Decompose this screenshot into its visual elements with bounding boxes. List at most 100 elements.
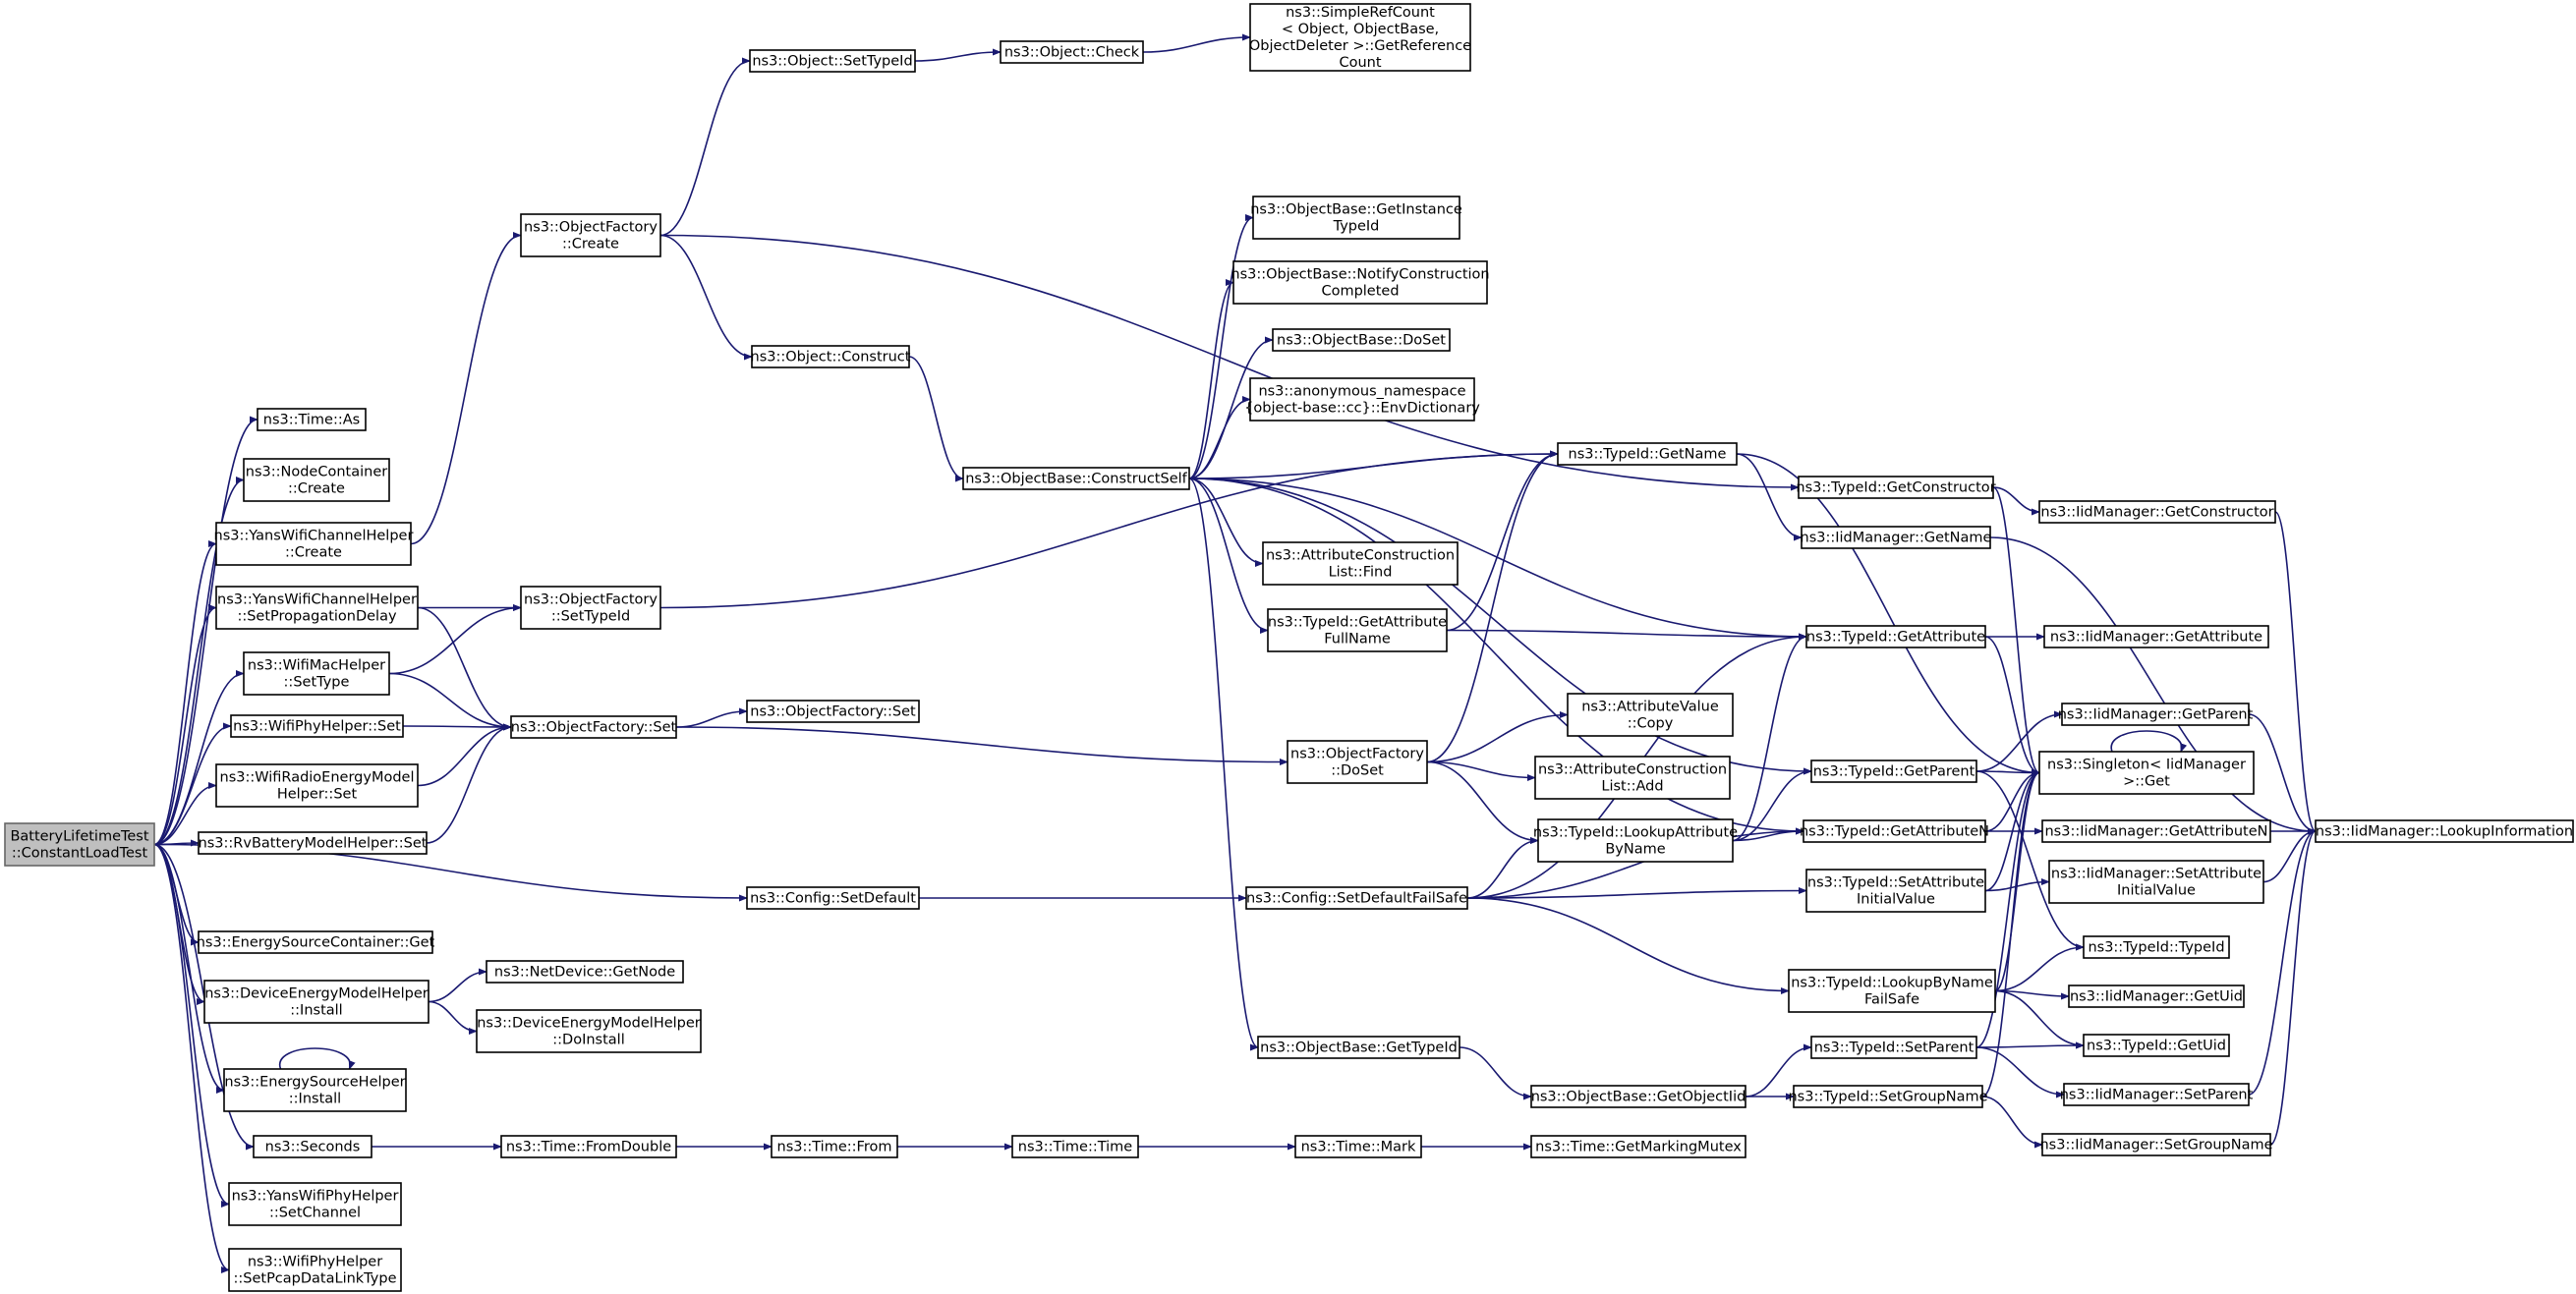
node-wifimachelper-settype[interactable]: ns3::WifiMacHelper::SetType	[243, 651, 390, 696]
node-object-settypeid[interactable]: ns3::Object::SetTypeId	[749, 49, 916, 73]
node-iidmanager-getattribute[interactable]: ns3::IidManager::GetAttribute	[2043, 625, 2269, 648]
node-anonymous-envdictionary[interactable]: ns3::anonymous_namespace{object-base::cc…	[1244, 377, 1480, 422]
node-box	[1257, 1036, 1460, 1059]
node-label: ns3::NodeContainer	[246, 465, 387, 480]
node-deviceenergymodelhelper-doinstall[interactable]: ns3::DeviceEnergyModelHelper::DoInstall	[476, 1009, 702, 1053]
node-objectbase-getobjectiid[interactable]: ns3::ObjectBase::GetObjectIid	[1530, 1085, 1746, 1108]
edge-objectfactory-create-to-object-settypeid	[659, 57, 751, 237]
node-energysourcehelper-install[interactable]: ns3::EnergySourceHelper::Install	[223, 1068, 407, 1112]
node-typeid-getattribute[interactable]: ns3::TypeId::GetAttribute	[1805, 625, 1986, 648]
node-typeid-getattributen[interactable]: ns3::TypeId::GetAttributeN	[1800, 819, 1989, 843]
node-iidmanager-lookupinformation[interactable]: ns3::IidManager::LookupInformation	[2315, 819, 2574, 843]
node-iidmanager-getattributen[interactable]: ns3::IidManager::GetAttributeN	[2041, 819, 2271, 843]
edge-wifimachelper-settype-to-objectfactory-set	[388, 672, 512, 731]
node-nodecontainer-create[interactable]: ns3::NodeContainer::Create	[243, 458, 390, 502]
node-objectbase-notifyconstructioncompleted[interactable]: ns3::ObjectBase::NotifyConstructionCompl…	[1231, 260, 1490, 305]
node-iidmanager-getparent[interactable]: ns3::IidManager::GetParent	[2058, 703, 2254, 726]
node-label: ns3::IidManager::GetAttributeN	[2044, 824, 2267, 840]
node-config-setdefaultfailsafe[interactable]: ns3::Config::SetDefaultFailSafe	[1245, 886, 1468, 910]
node-time-getmarkingmutex[interactable]: ns3::Time::GetMarkingMutex	[1530, 1135, 1746, 1158]
node-deviceenergymodelhelper-install[interactable]: ns3::DeviceEnergyModelHelper::Install	[203, 980, 429, 1024]
edge-iidmanager-getparent-to-iidmanager-lookupinformation	[2248, 713, 2317, 835]
node-label: ns3::TypeId::GetAttribute	[1806, 630, 1985, 646]
node-wifiphyhelper-set[interactable]: ns3::WifiPhyHelper::Set	[230, 714, 404, 738]
node-typeid-getname[interactable]: ns3::TypeId::GetName	[1557, 442, 1738, 466]
node-simplerefcount-getreferencecount[interactable]: ns3::SimpleRefCount< Object, ObjectBase,…	[1249, 3, 1471, 72]
node-iidmanager-getconstructor[interactable]: ns3::IidManager::GetConstructor	[2038, 500, 2276, 524]
node-config-setdefault[interactable]: ns3::Config::SetDefault	[746, 886, 920, 910]
node-yanswifichannelhelper-create[interactable]: ns3::YansWifiChannelHelper::Create	[214, 522, 414, 566]
node-wifiphyhelper-setpcapdatalinktype[interactable]: ns3::WifiPhyHelper::SetPcapDataLinkType	[228, 1248, 402, 1292]
edge-objectbase-constructself-to-typeid-getparent	[1188, 478, 1812, 775]
edge-root-to-yanswifichannelhelper-create	[153, 539, 217, 846]
node-netdevice-getnode[interactable]: ns3::NetDevice::GetNode	[486, 960, 684, 984]
node-box	[1530, 1085, 1746, 1108]
node-objectfactory-set2[interactable]: ns3::ObjectFactory::Set	[746, 700, 920, 723]
node-box	[1262, 541, 1459, 586]
node-label: ::Install	[290, 1003, 342, 1019]
node-typeid-getconstructor[interactable]: ns3::TypeId::GetConstructor	[1796, 476, 1996, 499]
node-typeid-setparent[interactable]: ns3::TypeId::SetParent	[1810, 1036, 1977, 1059]
node-box	[1805, 625, 1986, 648]
node-time-mark[interactable]: ns3::Time::Mark	[1294, 1135, 1422, 1158]
node-iidmanager-getuid[interactable]: ns3::IidManager::GetUid	[2068, 985, 2245, 1008]
node-time-fromdouble[interactable]: ns3::Time::FromDouble	[500, 1135, 677, 1158]
node-objectfactory-settypeid[interactable]: ns3::ObjectFactory::SetTypeId	[520, 586, 661, 630]
node-objectfactory-doset[interactable]: ns3::ObjectFactory::DoSet	[1287, 740, 1428, 784]
node-attributevalue-copy[interactable]: ns3::AttributeValue::Copy	[1567, 693, 1734, 737]
node-label: ns3::TypeId::GetName	[1569, 447, 1727, 463]
node-label: ObjectDeleter >::GetReference	[1249, 38, 1471, 54]
node-time-time[interactable]: ns3::Time::Time	[1011, 1135, 1139, 1158]
node-box	[1801, 526, 1991, 549]
edge-object-settypeid-to-object-check	[914, 48, 1002, 62]
edge-typeid-getname-to-iidmanager-getname	[1736, 453, 1803, 541]
node-objectbase-doset[interactable]: ns3::ObjectBase::DoSet	[1272, 328, 1451, 352]
node-label: ns3::TypeId::SetGroupName	[1788, 1090, 1987, 1105]
node-label: Completed	[1321, 284, 1399, 300]
node-box	[2083, 1034, 2230, 1057]
node-iidmanager-setattributeinitialvalue[interactable]: ns3::IidManager::SetAttributeInitialValu…	[2048, 860, 2264, 904]
node-objectbase-gettypeid[interactable]: ns3::ObjectBase::GetTypeId	[1257, 1036, 1460, 1059]
node-yanswifiphyhelper-setchannel[interactable]: ns3::YansWifiPhyHelper::SetChannel	[228, 1182, 402, 1226]
node-time-from[interactable]: ns3::Time::From	[771, 1135, 898, 1158]
node-object-construct[interactable]: ns3::Object::Construct	[751, 345, 911, 368]
node-label: ns3::ObjectBase::GetTypeId	[1260, 1041, 1458, 1056]
node-objectfactory-create[interactable]: ns3::ObjectFactory::Create	[520, 213, 661, 257]
node-object-check[interactable]: ns3::Object::Check	[1000, 40, 1144, 64]
node-objectbase-constructself[interactable]: ns3::ObjectBase::ConstructSelf	[962, 467, 1190, 490]
node-label: ns3::WifiPhyHelper::Set	[233, 719, 401, 735]
node-label: BatteryLifetimeTest	[10, 829, 148, 845]
node-typeid-getparent[interactable]: ns3::TypeId::GetParent	[1810, 760, 1977, 783]
node-label: ::SetTypeId	[551, 609, 630, 625]
node-label: Count	[1339, 55, 1381, 71]
node-time-as[interactable]: ns3::Time::As	[257, 408, 367, 431]
node-iidmanager-getname[interactable]: ns3::IidManager::GetName	[1801, 526, 1992, 549]
node-label: ::Copy	[1628, 716, 1674, 732]
node-label: ns3::TypeId::SetParent	[1814, 1041, 1975, 1056]
node-yanswifichannelhelper-setpropagationdelay[interactable]: ns3::YansWifiChannelHelper::SetPropagati…	[215, 586, 419, 630]
node-typeid-typeid[interactable]: ns3::TypeId::TypeId	[2083, 935, 2230, 959]
node-rvbatterymodelhelper-set[interactable]: ns3::RvBatteryModelHelper::Set	[198, 831, 428, 855]
node-typeid-setgroupname[interactable]: ns3::TypeId::SetGroupName	[1788, 1085, 1988, 1108]
node-iidmanager-setparent[interactable]: ns3::IidManager::SetParent	[2060, 1083, 2254, 1106]
node-label: ns3::IidManager::GetUid	[2070, 989, 2243, 1005]
node-root[interactable]: BatteryLifetimeTest::ConstantLoadTest	[4, 822, 155, 867]
edge-root-to-yanswifiphyhelper-setchannel	[153, 843, 230, 1209]
node-singleton-get[interactable]: ns3::Singleton< IidManager >::Get	[2038, 751, 2255, 795]
edge-typeid-getname-to-singleton-get	[1736, 453, 2040, 777]
edge-root-to-wifiradioenergymodelhelper-set	[153, 781, 217, 846]
edge-singleton-get-to-singleton-get	[2110, 730, 2188, 753]
node-seconds[interactable]: ns3::Seconds	[253, 1135, 372, 1158]
node-energysourcecontainer-get[interactable]: ns3::EnergySourceContainer::Get	[197, 930, 435, 954]
node-iidmanager-setgroupname[interactable]: ns3::IidManager::SetGroupName	[2039, 1133, 2273, 1156]
node-typeid-getuid[interactable]: ns3::TypeId::GetUid	[2083, 1034, 2230, 1057]
node-objectfactory-set[interactable]: ns3::ObjectFactory::Set	[510, 715, 677, 739]
